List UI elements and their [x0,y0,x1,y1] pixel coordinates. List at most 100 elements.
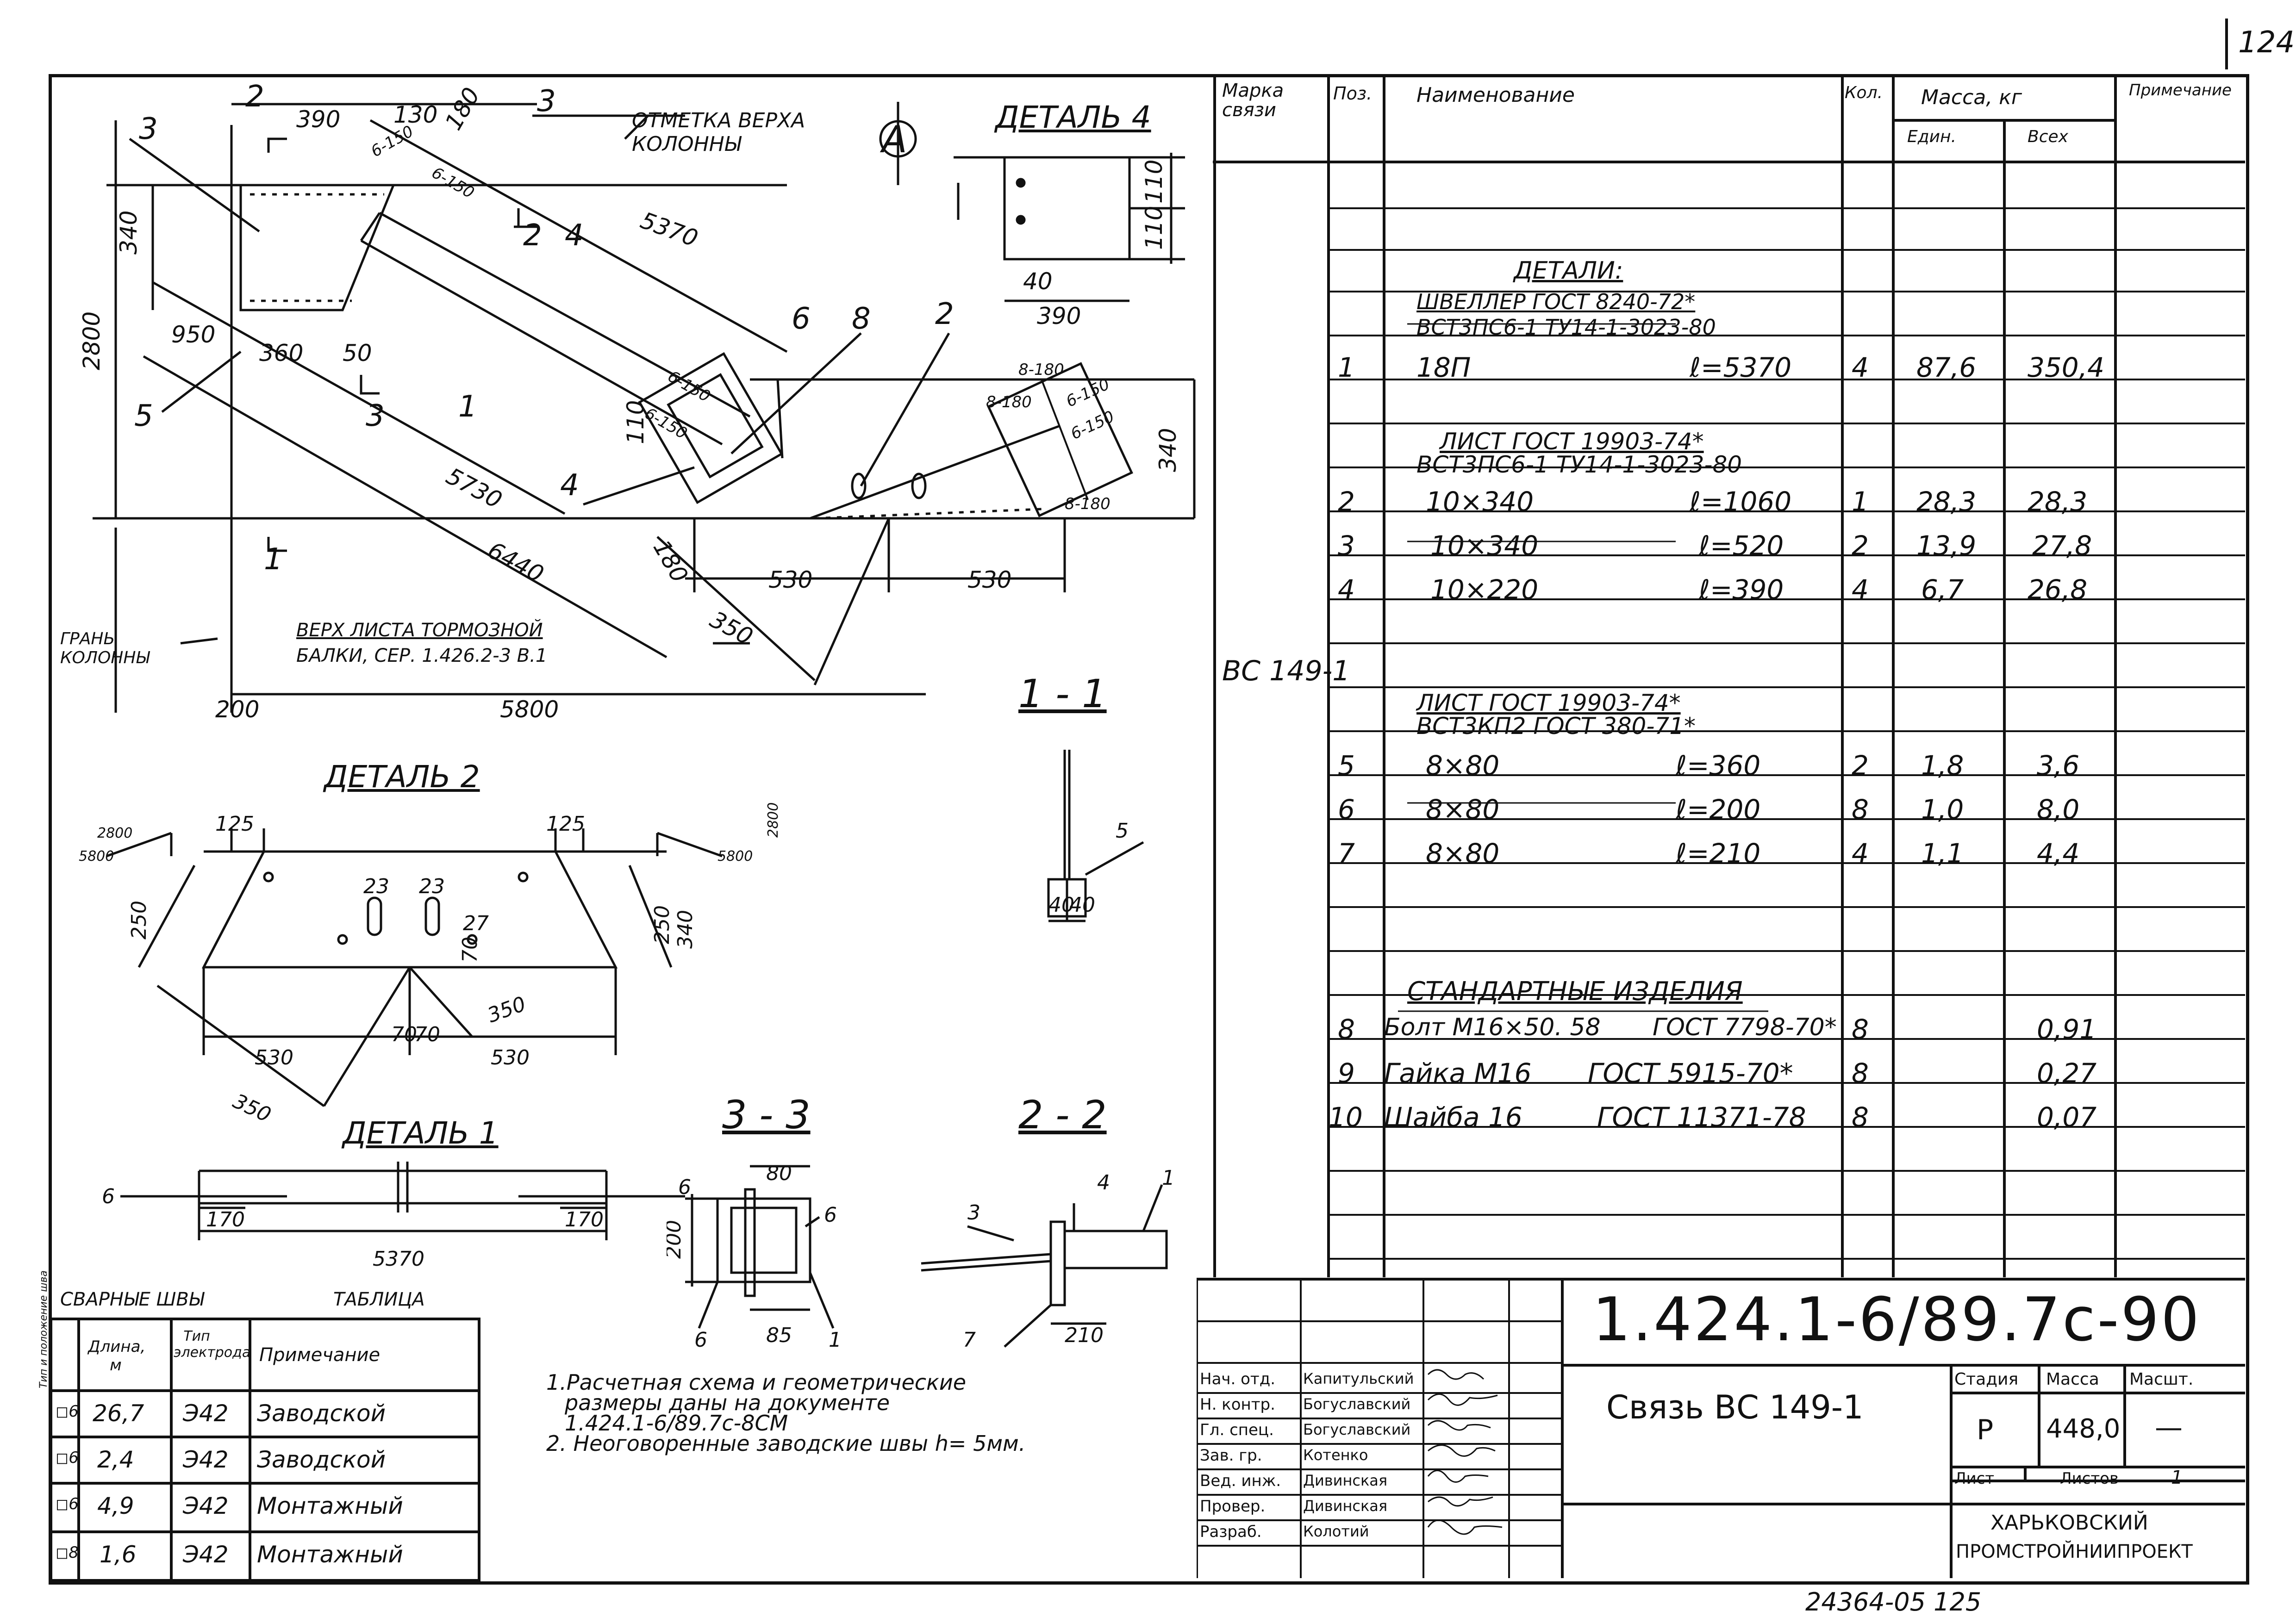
mass-label: Масса [2046,1370,2099,1389]
brake-beam-line1: ВЕРХ ЛИСТА ТОРМОЗНОЙ [296,620,543,641]
weld-length: 4,9 [97,1492,134,1519]
s11-dim-40-b: 40 [1069,893,1095,917]
weld-electrode: Э42 [183,1446,229,1473]
dim-390: 390 [296,106,340,133]
spec-item-length: ГОСТ 5915-70* [1588,1057,1793,1089]
weld-note: Монтажный [257,1492,403,1519]
spec-mass-total: 3,6 [2037,750,2080,781]
section11-title: 1 - 1 [1018,671,1107,716]
detail2-drawing: 125 125 250 250 340 23 23 27 70 70 70 53… [79,802,781,1127]
weld-length: 1,6 [100,1541,137,1568]
spec-col-qty: Кол. [1845,83,1883,102]
spec-mass-unit: 87,6 [1916,352,1977,383]
spec-qty: 8 [1852,1014,1869,1045]
weld-note: Заводской [257,1446,386,1473]
note-line: 1.Расчетная схема и геометрические [546,1370,967,1395]
section22-title: 2 - 2 [1018,1092,1107,1138]
role-title: Разраб. [1200,1523,1262,1541]
sheets-value: 1 [2171,1467,2183,1488]
spec-item-name: 10×340 [1426,486,1534,517]
detail1-drawing: 6 6 170 170 5370 [102,1162,691,1271]
role-name: Богуславский [1303,1421,1411,1438]
spec-col-mass-total: Всех [2028,127,2068,146]
pos-mark-2: 2 [935,297,954,331]
spec-pos: 4 [1338,574,1355,605]
weld-col-type: Тип и положение шва [38,1270,50,1388]
dim-110-b: 110 [1141,206,1167,250]
role-title: Вед. инж. [1200,1472,1281,1490]
spec-pos: 8 [1338,1014,1355,1045]
spec-item-name: Шайба 16 [1384,1101,1522,1133]
d2-ratio-2800-a: 2800 [97,825,132,841]
d2-dim-530-b: 530 [491,1046,530,1070]
detail1-title: ДЕТАЛЬ 1 [343,1115,499,1151]
d2-dim-350-b: 350 [229,1089,275,1127]
role-name: Колотий [1303,1523,1369,1540]
drawing-frame [49,74,2249,1585]
spec-mass-unit: 1,0 [1921,794,1964,825]
org-line1: ХАРЬКОВСКИЙ [1990,1511,2148,1535]
weld-col-note: Примечание [259,1344,381,1366]
role-name: Котенко [1303,1446,1368,1464]
spec-mass-total: 27,8 [2032,530,2092,561]
detail2-title: ДЕТАЛЬ 2 [324,759,480,795]
spec-item-name: 18П [1416,352,1471,383]
elevation-label-line2: КОЛОННЫ [632,132,741,156]
d2-dim-27: 27 [463,912,489,935]
role-title: Зав. гр. [1200,1446,1262,1465]
spec-mass-unit: 1,1 [1921,838,1964,869]
spec-section-details: ДЕТАЛИ: [1514,257,1623,285]
spec-item-name: 10×220 [1430,574,1539,605]
spec-group1-line1: ШВЕЛЛЕР ГОСТ 8240-72* [1416,289,1696,314]
dim-110-a: 110 [1141,160,1167,204]
spec-item-name: 8×80 [1426,838,1500,869]
role-name: Капитульский [1303,1370,1414,1387]
dim-5800: 5800 [500,696,559,723]
dim-6440: 6440 [483,536,548,588]
d2-dim-350-a: 350 [484,992,529,1028]
main-drawing: 390 130 180 5370 340 2800 950 360 50 573… [78,80,1196,723]
section33-title: 3 - 3 [722,1092,811,1138]
notes: 1.Расчетная схема и геометрические разме… [546,1372,1025,1454]
s33-dim-200: 200 [667,1220,686,1259]
stage-label: Стадия [1954,1370,2019,1389]
sheets-label: Листов [2060,1469,2119,1488]
spec-col-name: Наименование [1416,83,1575,107]
dim-2800: 2800 [78,311,105,370]
spec-item-length: ℓ=5370 [1690,352,1792,383]
spec-group2-line2: ВСТ3ПС6-1 ТУ14-1-3023-80 [1416,451,1742,478]
spec-qty: 8 [1852,1057,1869,1089]
d2-dim-125-a: 125 [215,812,254,836]
spec-pos: 10 [1329,1101,1363,1133]
pos-mark-4: 4 [560,468,579,503]
weld-type: ◻8 [56,1543,79,1562]
d1-dim-6-b: 6 [678,1175,691,1199]
d2-dim-23-b: 23 [419,875,445,898]
weld-col-electrode: Тип электрода [174,1328,251,1361]
spec-qty: 2 [1852,750,1869,781]
spec-item-name: 8×80 [1426,794,1500,825]
d2-dim-23-a: 23 [363,875,389,898]
d2-dim-70-b: 70 [414,1023,440,1046]
spec-mass-total: 0,91 [2037,1014,2097,1045]
doc-code: 1.424.1-6/89.7с-90 [1592,1284,2201,1355]
s22-dim-210: 210 [1065,1324,1104,1347]
weld-length: 2,4 [97,1446,134,1473]
d2-ratio-5800-a: 5800 [79,848,114,864]
role-title: Н. контр. [1200,1395,1275,1414]
s11-pos-5: 5 [1116,819,1129,843]
spec-qty: 4 [1852,352,1869,383]
pos-mark-1: 1 [458,390,477,424]
dim-950: 950 [171,321,215,348]
dim-340: 340 [115,211,142,255]
s33-dim-80: 80 [766,1162,792,1185]
weld-8-180-b: 8-180 [1018,361,1064,379]
spec-item-name: 10×340 [1430,530,1539,561]
d2-ratio-5800-b: 5800 [718,848,753,864]
section-mark-1: 1 [264,542,283,577]
weld-electrode: Э42 [183,1541,229,1568]
weld-electrode: Э42 [183,1492,229,1519]
